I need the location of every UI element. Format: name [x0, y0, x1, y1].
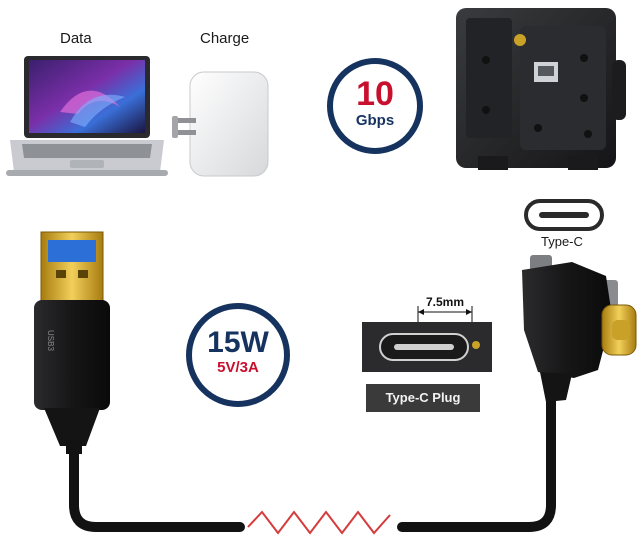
type-c-plug-face [362, 306, 492, 372]
camera-image [456, 8, 626, 170]
usb-marking: USB3 [46, 330, 55, 351]
power-badge: 15W 5V/3A [186, 303, 290, 407]
power-value: 15W [207, 326, 269, 359]
data-label: Data [60, 30, 92, 47]
type-c-label: Type-C [541, 234, 583, 249]
power-detail: 5V/3A [217, 359, 259, 376]
laptop-image [6, 56, 168, 176]
charge-label: Charge [200, 30, 250, 47]
speed-value: 10 [356, 75, 394, 113]
type-c-plug-label: Type-C Plug [366, 384, 480, 412]
speed-badge: 10 Gbps [327, 58, 423, 154]
speed-unit: Gbps [355, 112, 395, 129]
type-c-port-icon [524, 199, 604, 231]
charger-image [172, 71, 269, 177]
dimension-label: 7.5mm [426, 295, 465, 309]
